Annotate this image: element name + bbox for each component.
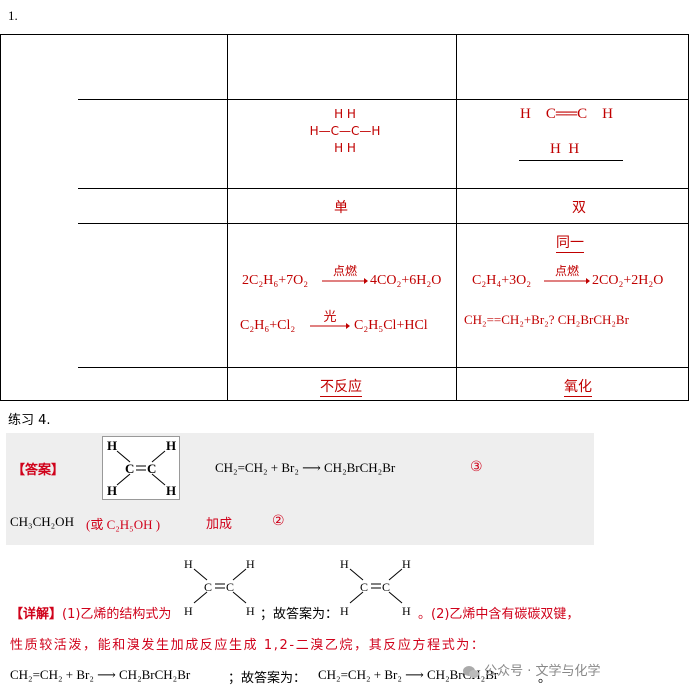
ethylene-struct-top: H C══C H — [520, 106, 613, 122]
table-hline-1 — [78, 99, 689, 100]
ethylene-combust-condition: 点燃 — [554, 264, 579, 278]
struct-atom-h: H — [340, 557, 349, 571]
struct-atom-h: H — [402, 557, 411, 571]
ethane-struct-mid: H—C—C—H — [309, 124, 381, 138]
ethane-combust-arrow — [322, 278, 368, 284]
answer-item-3: ③ — [470, 459, 483, 475]
ethane-kmno4-answer: 不反应 — [320, 376, 362, 397]
explanation-eq1: CH₂=CH₂ + Br₂ ⟶ CH₂BrCH₂Br — [10, 667, 191, 682]
answer-ethanol: CH₃CH₂OH — [10, 514, 74, 529]
table-hline-3 — [78, 223, 689, 224]
explanation-part1-mid: ；故答案为： — [260, 607, 339, 622]
ethylene-combust-arrow — [544, 278, 590, 284]
question-number: 1. — [8, 8, 18, 23]
ethane-subst-arrow — [310, 323, 350, 329]
bond-single: 单 — [334, 201, 348, 216]
ethane-struct-bot: H H — [334, 141, 356, 155]
struct-atom-h: H — [184, 557, 193, 571]
ethylene-addition: CH₂==CH₂+Br₂? CH₂BrCH₂Br — [464, 312, 629, 327]
same-plane-answer: 同一 — [556, 232, 584, 253]
answer-ethanol-alt: (或 C₂H₅OH ) — [86, 517, 161, 532]
ethane-subst-condition: 光 — [323, 309, 337, 324]
watermark-text: 公众号 · 文学与化学 — [484, 664, 601, 679]
ethylene-underline — [519, 160, 623, 161]
ethylene-kmno4-answer: 氧化 — [564, 376, 592, 397]
explanation-eq2: CH₂=CH₂ + Br₂ ⟶ CH₂BrCH₂Br — [318, 667, 499, 682]
wechat-icon — [462, 665, 480, 679]
struct-atom-h: H — [340, 604, 349, 617]
watermark: 公众号 · 文学与化学 — [462, 660, 601, 679]
ethane-struct-top: H H — [334, 107, 356, 121]
table-hline-4 — [78, 367, 689, 368]
ethane-combust-right: 4CO₂+6H₂O — [370, 273, 442, 288]
struct-atom-c: C — [125, 461, 134, 476]
ethane-combust-condition: 点燃 — [332, 264, 357, 278]
explanation-label: 【详解】 — [10, 607, 63, 622]
bond-double: 双 — [572, 201, 586, 216]
struct-atom-h: H — [166, 438, 176, 453]
comparison-table — [0, 34, 689, 401]
ethane-subst-left: C₂H₆+Cl₂ — [240, 318, 296, 333]
ethylene-combust-left: C₂H₄+3O₂ — [472, 273, 532, 288]
ethane-combust-left: 2C₂H₆+7O₂ — [242, 273, 309, 288]
struct-atom-h: H — [246, 604, 255, 617]
ethane-subst-right: C₂H₅Cl+HCl — [354, 318, 428, 333]
answer-item-2: ② — [272, 513, 285, 529]
explanation-line3-mid: ；故答案为： — [228, 671, 307, 686]
struct-atom-h: H — [246, 557, 255, 571]
answer-equation: CH₂=CH₂ + Br₂ ⟶ CH₂BrCH₂Br — [215, 460, 396, 475]
table-hline-2 — [78, 188, 689, 189]
struct-atom-c: C — [147, 461, 156, 476]
struct-atom-c: C — [360, 580, 368, 594]
answer-label: 【答案】 — [12, 463, 65, 478]
struct-atom-h: H — [107, 483, 117, 498]
exercise-title: 练习 4. — [8, 413, 51, 428]
struct-atom-c: C — [226, 580, 234, 594]
table-vline-1 — [227, 34, 228, 401]
struct-atom-h: H — [402, 604, 411, 617]
answer-reaction-type: 加成 — [206, 517, 233, 532]
ethylene-struct-bot: H H — [550, 141, 580, 157]
struct-atom-c: C — [204, 580, 212, 594]
ethylene-combust-right: 2CO₂+2H₂O — [592, 273, 664, 288]
explanation-part2: 。(2)乙烯中含有碳碳双键， — [418, 607, 580, 622]
ethane-structure: H H H—C—C—H H H — [290, 106, 400, 157]
struct-atom-c: C — [382, 580, 390, 594]
struct-atom-h: H — [184, 604, 193, 617]
explanation-end: 。 — [538, 670, 552, 685]
explanation-structure-2: H H H H C C — [340, 557, 411, 617]
ethylene-structure-figure: H H H H C C — [102, 436, 180, 500]
struct-atom-h: H — [107, 438, 117, 453]
explanation-structure-1: H H H H C C — [184, 557, 255, 617]
table-vline-2 — [456, 34, 457, 401]
ethylene-structure-svg: H H H H C C — [107, 438, 176, 498]
struct-atom-h: H — [166, 483, 176, 498]
explanation-line2: 性质较活泼，能和溴发生加成反应生成 1,2-二溴乙烷，其反应方程式为： — [10, 638, 486, 653]
explanation-part1: (1)乙烯的结构式为 — [62, 607, 172, 622]
